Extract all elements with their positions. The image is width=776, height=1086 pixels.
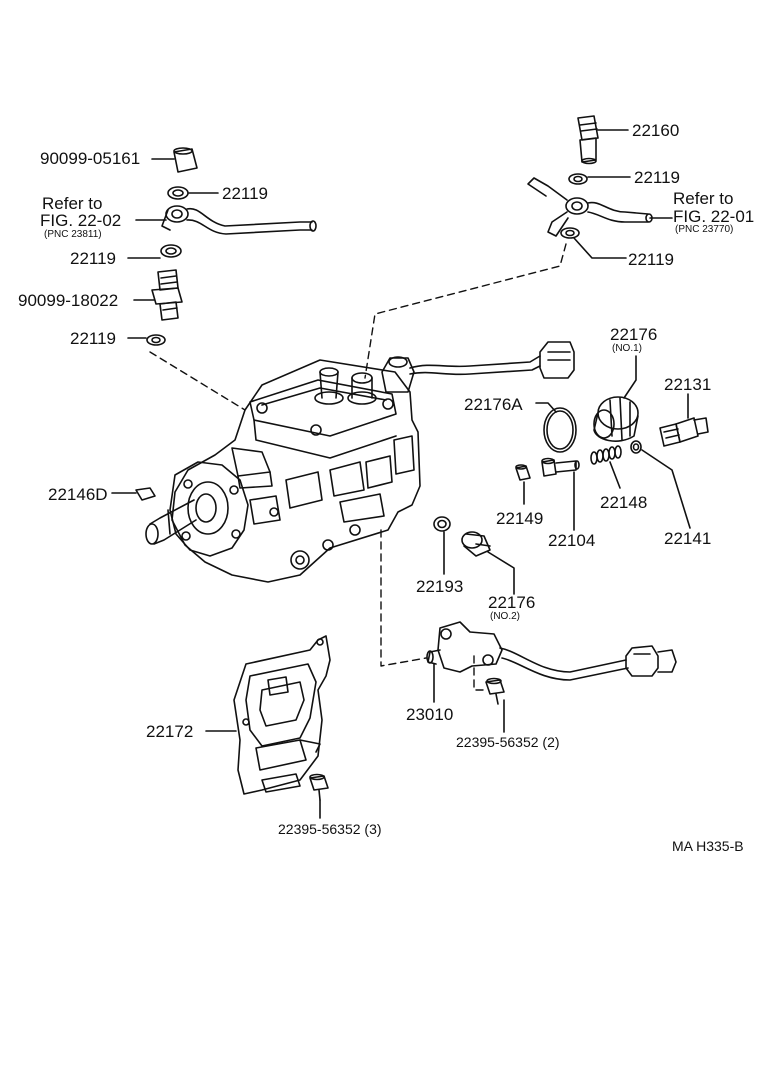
label-22146D: 22146D — [48, 485, 108, 504]
sensor-22131 — [659, 417, 709, 447]
label-22176-no2: 22176 — [488, 593, 536, 612]
label-refer-left-1: Refer to — [42, 194, 103, 213]
label-22395-56352-3: 22395-56352 (3) — [278, 821, 382, 837]
label-22119-b: 22119 — [70, 249, 117, 268]
label-22119-a: 22119 — [222, 184, 269, 203]
label-refer-left-pnc: (PNC 23811) — [44, 229, 102, 240]
leader-22176-no1 — [623, 355, 637, 399]
washer-22119-d — [568, 173, 588, 185]
label-22172: 22172 — [146, 722, 194, 741]
leader-22119-e — [573, 237, 627, 259]
label-22160: 22160 — [632, 121, 680, 140]
cap-90099-05161 — [173, 147, 198, 173]
screw-22104 — [541, 457, 580, 477]
washer-22119-e — [560, 227, 580, 239]
leader-22176-no2 — [487, 551, 515, 595]
washer-22119-b — [160, 244, 182, 258]
label-23010: 23010 — [406, 705, 454, 724]
fuel-pipe-right — [527, 177, 653, 237]
label-22149: 22149 — [496, 509, 544, 528]
label-22176-no2-sub: (NO.2) — [490, 611, 520, 622]
oring-22193 — [433, 516, 451, 532]
label-22193: 22193 — [416, 577, 464, 596]
dashed-guides — [149, 243, 567, 691]
label-22119-e: 22119 — [628, 250, 675, 269]
gasket-22172 — [233, 635, 331, 795]
washer-22119-c — [146, 334, 166, 346]
fuel-pipe-left — [161, 205, 317, 235]
label-22131: 22131 — [664, 375, 712, 394]
bolt-22160 — [577, 115, 599, 165]
label-90099-05161: 90099-05161 — [40, 149, 141, 168]
label-22176A: 22176A — [464, 395, 523, 414]
leader-22141 — [641, 449, 691, 529]
screw-22395-2 — [485, 677, 505, 705]
leader-22148 — [609, 461, 621, 489]
connector-22176-no1 — [593, 396, 639, 442]
screw-22395-3 — [309, 773, 329, 801]
key-22146D — [135, 487, 156, 501]
label-22148: 22148 — [600, 493, 648, 512]
bolt-90099-18022 — [151, 269, 183, 321]
label-refer-right-pnc: (PNC 23770) — [675, 224, 734, 235]
injection-pump-body — [145, 341, 575, 583]
washer-22141 — [630, 440, 642, 454]
label-refer-left-2: FIG. 22-02 — [40, 211, 122, 230]
label-22119-d: 22119 — [634, 168, 681, 187]
label-90099-18022: 90099-18022 — [18, 291, 119, 310]
label-22176-no1: 22176 — [610, 325, 658, 344]
spring-22148 — [590, 445, 622, 465]
sensor-23010 — [426, 621, 677, 681]
label-22395-56352-2: 22395-56352 (2) — [456, 734, 560, 750]
washer-22119-a — [167, 186, 189, 200]
nut-22149 — [515, 464, 531, 481]
label-22141: 22141 — [664, 529, 712, 548]
connector-22176-no2 — [461, 531, 491, 557]
label-refer-right-1: Refer to — [673, 189, 734, 208]
leader-22176A — [535, 402, 557, 413]
label-22119-c: 22119 — [70, 329, 117, 348]
label-22176-no1-sub: (NO.1) — [612, 343, 642, 354]
label-refer-right-2: FIG. 22-01 — [673, 207, 755, 226]
figure-code: MA H335-B — [672, 838, 744, 854]
oring-22176A — [543, 407, 577, 453]
label-22104: 22104 — [548, 531, 596, 550]
